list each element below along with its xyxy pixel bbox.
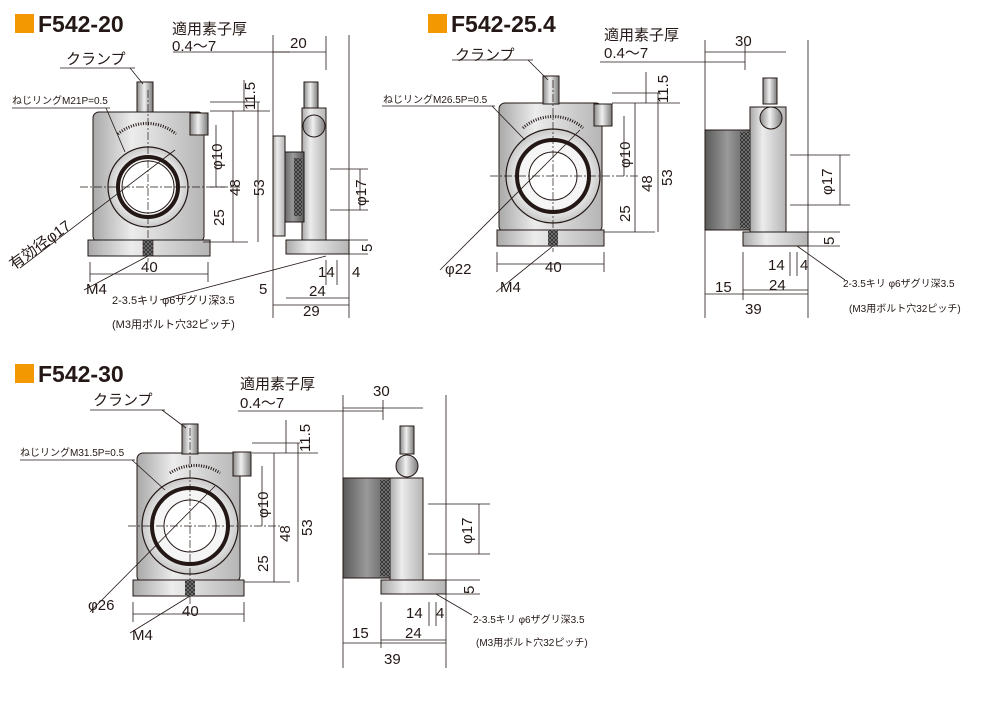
title-marker <box>15 14 34 33</box>
dim-width: 40 <box>545 259 562 276</box>
scale-strip <box>380 480 390 576</box>
side-screw <box>302 114 326 138</box>
dim-depth-top: 30 <box>373 383 390 400</box>
scale-strip <box>294 158 302 216</box>
dim-depth-top: 20 <box>290 35 307 52</box>
thickness-label: 適用素子厚 <box>604 26 679 44</box>
dim-base: 5 <box>359 244 376 252</box>
scale-arc <box>117 121 177 136</box>
dim-dia-adjust: φ10 <box>617 142 634 168</box>
dim-base-depth: 24 <box>405 625 422 642</box>
side-screw <box>395 454 419 478</box>
thread-ring-label: ねじリングM31.5P=0.5 <box>20 446 125 459</box>
dim-clamp-top: 11.5 <box>242 82 259 110</box>
dim-base-c: 4 <box>352 264 360 281</box>
dim-dia-adjust: φ10 <box>209 144 226 170</box>
dim-clamp-top: 11.5 <box>655 75 672 103</box>
dim-side-dia: φ17 <box>353 180 370 206</box>
mount-label: M4 <box>86 281 107 298</box>
model-title: F542-25.4 <box>451 11 556 37</box>
mount-hole <box>142 239 154 257</box>
dim-base-a: 15 <box>352 625 369 642</box>
dim-height-53: 53 <box>299 519 316 536</box>
dim-clamp-top: 11.5 <box>297 424 314 452</box>
dim-side-dia: φ17 <box>819 169 836 195</box>
dim-base-b: 14 <box>406 605 423 622</box>
holes-label-1: 2-3.5キリ φ6ザグリ深3.5 <box>473 613 585 626</box>
dim-width: 40 <box>182 603 199 620</box>
title-marker <box>15 364 34 383</box>
dim-base-c: 4 <box>436 605 444 622</box>
holes-label-1: 2-3.5キリ φ6ザグリ深3.5 <box>112 293 235 307</box>
dim-center-height: 25 <box>255 555 272 572</box>
clamp-label: クランプ <box>66 51 126 68</box>
holes-label-2: (M3用ボルト穴32ピッチ) <box>112 317 235 331</box>
dim-total-depth: 39 <box>745 301 762 318</box>
model-title: F542-30 <box>38 361 124 387</box>
scale-strip <box>740 132 750 228</box>
side-base <box>285 239 350 255</box>
dim-width: 40 <box>141 259 158 276</box>
adjust-screw <box>232 451 252 477</box>
holes-label-1: 2-3.5キリ φ6ザグリ深3.5 <box>843 277 955 290</box>
dim-base-a: 15 <box>715 279 732 296</box>
holes-label-2: (M3用ボルト穴32ピッチ) <box>849 302 961 315</box>
dim-base: 5 <box>821 237 838 245</box>
holes-label-2: (M3用ボルト穴32ピッチ) <box>476 636 588 649</box>
mount-hole <box>185 580 195 596</box>
dim-height-53: 53 <box>659 169 676 186</box>
aperture-label: 有効径φ17 <box>6 218 74 274</box>
dim-total-depth: 29 <box>303 303 320 320</box>
dim-height-48: 48 <box>277 525 294 542</box>
thickness-label: 適用素子厚 <box>240 375 315 393</box>
title-marker <box>428 14 447 33</box>
dim-depth-top: 30 <box>735 33 752 50</box>
side-clamp <box>762 77 778 105</box>
mount-label: M4 <box>500 279 521 296</box>
mount-label: M4 <box>132 627 153 644</box>
dim-dia-adjust: φ10 <box>255 492 272 518</box>
thread-ring-label: ねじリングM21P=0.5 <box>12 94 108 107</box>
side-clamp <box>399 425 415 455</box>
dim-base-b: 14 <box>768 257 785 274</box>
thickness-label: 適用素子厚 <box>172 20 247 38</box>
aperture-label: φ22 <box>445 261 471 278</box>
model-f542-20: F542-20 <box>6 11 376 331</box>
adjust-screw <box>189 112 209 136</box>
dim-base-depth: 24 <box>769 277 786 294</box>
dim-side-dia: φ17 <box>459 518 476 544</box>
mount-hole <box>548 230 558 246</box>
side-mount-plate <box>272 135 286 237</box>
dim-height-48: 48 <box>227 179 244 196</box>
dim-height-48: 48 <box>639 175 656 192</box>
dim-base-a: 5 <box>259 281 267 298</box>
side-screw <box>759 106 783 130</box>
thickness-range: 0.4〜7 <box>604 45 648 62</box>
side-clamp <box>303 81 319 109</box>
dim-base-b: 14 <box>318 264 335 281</box>
dim-total-depth: 39 <box>384 651 401 668</box>
model-f542-30: F542-30 <box>15 361 588 668</box>
dim-base-c: 4 <box>800 257 808 274</box>
side-base <box>742 231 809 247</box>
model-f542-25-4: F542-25.4 <box>382 11 961 318</box>
side-post <box>389 477 424 581</box>
dim-base-depth: 24 <box>309 283 326 300</box>
thread-ring-label: ねじリングM26.5P=0.5 <box>383 93 488 106</box>
dim-base: 5 <box>461 586 478 594</box>
dim-center-height: 25 <box>617 205 634 222</box>
thickness-range: 0.4〜7 <box>240 395 284 412</box>
dim-height-53: 53 <box>251 179 268 196</box>
model-title: F542-20 <box>38 11 124 37</box>
clamp-label: クランプ <box>455 47 515 64</box>
clamp-knob <box>542 75 560 105</box>
clamp-label: クランプ <box>93 392 153 409</box>
clamp-knob <box>136 81 154 113</box>
side-base <box>380 579 447 595</box>
thickness-range: 0.4〜7 <box>172 38 216 55</box>
adjust-screw <box>593 103 613 127</box>
dim-center-height: 25 <box>211 209 228 226</box>
aperture-label: φ26 <box>88 597 114 614</box>
